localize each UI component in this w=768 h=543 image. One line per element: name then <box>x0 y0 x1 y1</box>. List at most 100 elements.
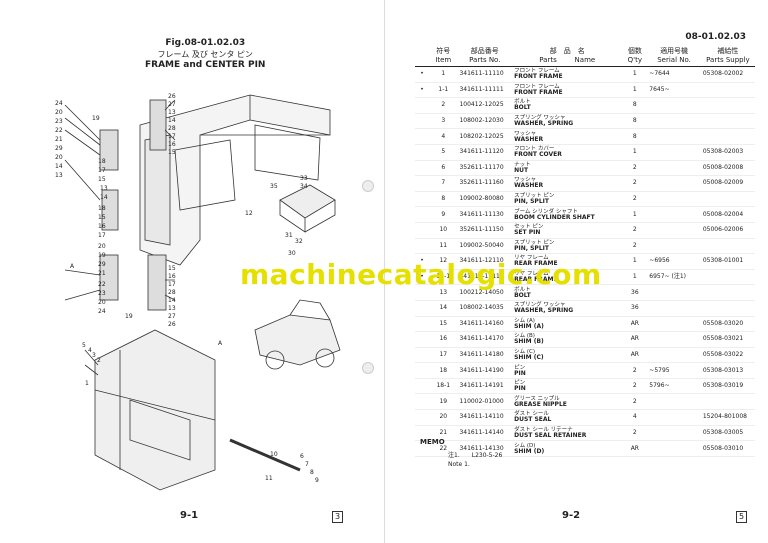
section-code: 08-01.02.03 <box>685 32 746 42</box>
part-name-jp: シム (C) <box>514 348 535 355</box>
svg-text:16: 16 <box>98 223 106 230</box>
svg-text:26: 26 <box>168 321 176 328</box>
part-name-en: REAR FRAME <box>514 276 558 284</box>
row-serial-no <box>647 284 701 301</box>
row-parts-no: 341611-14110 <box>457 409 513 426</box>
svg-text:27: 27 <box>168 313 176 320</box>
row-item: 1 <box>429 66 458 83</box>
svg-text:17: 17 <box>98 167 106 174</box>
left-page: Fig.08-01.02.03 フレーム 及び センタ ピン FRAME and… <box>55 0 385 543</box>
svg-text:20: 20 <box>98 243 106 250</box>
row-parts-name: シム (B)SHIM (B) <box>512 331 623 348</box>
right-page-number: 9-2 <box>562 510 581 521</box>
row-mark <box>415 222 430 239</box>
row-serial-no <box>647 316 701 333</box>
row-item: 19 <box>429 393 458 411</box>
row-serial-no <box>647 347 701 364</box>
row-serial-no <box>647 425 701 442</box>
svg-text:A: A <box>70 263 75 270</box>
part-name-jp: シム (A) <box>514 317 535 324</box>
row-parts-no: 100412-12025 <box>457 97 513 114</box>
part-name-en: DUST SEAL RETAINER <box>514 431 587 439</box>
row-parts-name: シム (D)SHIM (D) <box>512 440 623 457</box>
svg-text:2: 2 <box>97 357 101 364</box>
row-mark <box>415 238 430 255</box>
figure-title-en: FRAME and CENTER PIN <box>145 60 266 70</box>
row-item: 9 <box>429 206 458 223</box>
svg-text:30: 30 <box>288 250 296 257</box>
memo-note-jp: 注1. L230-5-26 <box>448 452 503 459</box>
svg-text:15: 15 <box>98 214 106 221</box>
part-name-jp: ブーム シリンダ シャフト <box>514 208 578 215</box>
row-serial-no <box>647 393 701 411</box>
part-name-en: WASHER, SPRING <box>514 307 574 315</box>
svg-text:15: 15 <box>98 176 106 183</box>
watermark-text: machinecatalogic.com <box>240 258 602 291</box>
svg-text:7: 7 <box>305 461 309 468</box>
part-name-en: SHIM (A) <box>514 322 544 330</box>
left-page-number: 9-1 <box>180 510 199 521</box>
part-name-en: REAR FRAME <box>514 260 558 268</box>
row-parts-no: 352611-11170 <box>457 160 513 177</box>
part-name-en: PIN <box>514 369 526 377</box>
row-item: 1-1 <box>429 82 458 99</box>
svg-text:22: 22 <box>98 281 106 288</box>
row-parts-no: 341611-14140 <box>457 425 513 442</box>
row-item: 14 <box>429 300 458 317</box>
row-qty: 2 <box>622 362 648 379</box>
row-mark <box>415 331 430 348</box>
binding-hole <box>362 362 374 374</box>
row-qty: 1 <box>622 253 648 270</box>
svg-text:35: 35 <box>270 183 278 190</box>
svg-text:19: 19 <box>98 252 106 259</box>
svg-text:28: 28 <box>168 289 176 296</box>
binding-hole <box>362 180 374 192</box>
row-parts-no: 109002-50040 <box>457 238 513 255</box>
row-mark <box>415 128 430 145</box>
svg-text:19: 19 <box>125 313 133 320</box>
svg-text:20: 20 <box>55 154 63 161</box>
row-parts-no: 341611-11110 <box>457 66 513 83</box>
row-serial-no <box>647 144 701 161</box>
svg-text:12: 12 <box>245 210 253 217</box>
row-serial-no <box>647 409 701 426</box>
row-parts-supply: 05008-02009 <box>700 175 755 192</box>
figure-title-jp: フレーム 及び センタ ピン <box>157 50 253 59</box>
svg-text:14: 14 <box>168 297 176 304</box>
row-parts-no: 100212-14050 <box>457 284 513 301</box>
row-serial-no <box>647 160 701 177</box>
row-mark <box>415 113 430 130</box>
part-name-jp: ワッシャ <box>514 130 537 137</box>
part-name-en: BOLT <box>514 104 531 112</box>
row-mark <box>415 175 430 192</box>
row-qty: AR <box>622 347 648 364</box>
row-qty: 4 <box>622 409 648 426</box>
svg-text:6: 6 <box>300 453 304 460</box>
row-qty: 1 <box>622 144 648 161</box>
row-parts-no: 110002-01000 <box>457 393 513 411</box>
left-page-box-number: 3 <box>332 511 343 523</box>
svg-text:17: 17 <box>168 133 176 140</box>
svg-text:28: 28 <box>168 125 176 132</box>
svg-text:24: 24 <box>55 100 63 107</box>
svg-text:17: 17 <box>98 232 106 239</box>
svg-text:22: 22 <box>55 127 63 134</box>
row-mark <box>415 284 430 301</box>
row-parts-no: 341611-11120 <box>457 144 513 161</box>
part-name-jp: ダスト シール リテーナ <box>514 426 573 433</box>
